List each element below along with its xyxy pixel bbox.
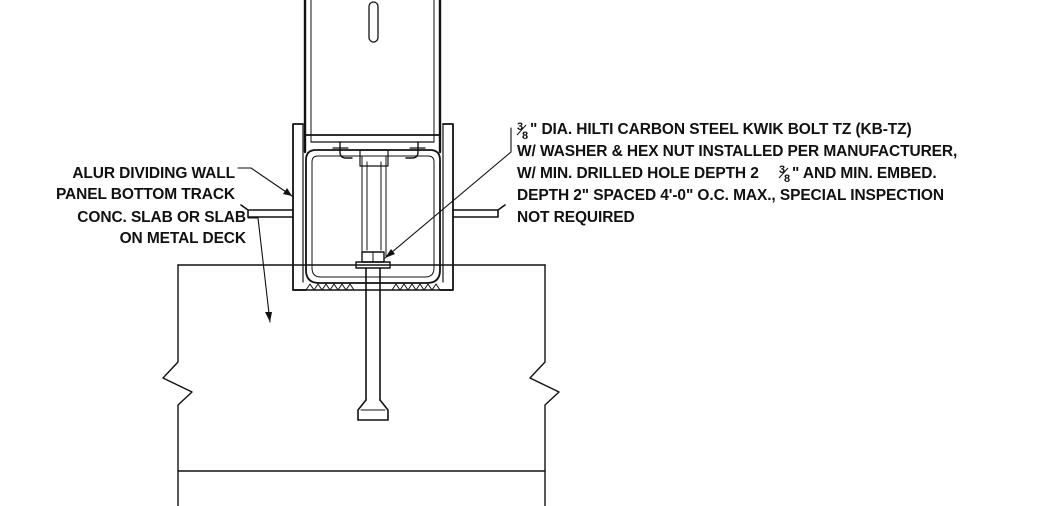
anchor-note-line2: W/ WASHER & HEX NUT INSTALLED PER MANUFA… [517, 143, 957, 160]
bottom-track [240, 123, 506, 291]
track-label: ALUR DIVIDING WALL PANEL BOTTOM TRACK [56, 165, 236, 203]
leader-lines [237, 127, 512, 323]
anchor-bolt [355, 149, 391, 421]
wall-panel [303, 0, 442, 154]
anchor-fraction-denominator: 8 [522, 130, 528, 142]
anchor-note-line4: DEPTH 2" SPACED 4'-0" O.C. MAX., SPECIAL… [517, 187, 944, 204]
anchor-note-line5: NOT REQUIRED [517, 209, 635, 226]
anchor-note-line3a: W/ MIN. DRILLED HOLE DEPTH 2 [517, 165, 759, 182]
track-label-line2: PANEL BOTTOM TRACK [56, 186, 236, 203]
hole-depth-fraction-denominator: 8 [784, 173, 790, 185]
anchor-note-line1: " DIA. HILTI CARBON STEEL KWIK BOLT TZ (… [530, 121, 912, 138]
anchor-note-line3b: " AND MIN. EMBED. [792, 165, 937, 182]
track-label-line1: ALUR DIVIDING WALL [72, 165, 235, 182]
slab-label-line1: CONC. SLAB OR SLAB [77, 209, 246, 226]
slab-label-line2: ON METAL DECK [120, 230, 247, 247]
anchor-fraction-numerator: 3 [517, 121, 523, 133]
concrete-slab [162, 264, 560, 506]
hole-depth-fraction-numerator: 3 [779, 164, 785, 176]
slab-label: CONC. SLAB OR SLAB ON METAL DECK [77, 209, 247, 247]
anchor-note: 3 8 " DIA. HILTI CARBON STEEL KWIK BOLT … [516, 121, 957, 226]
